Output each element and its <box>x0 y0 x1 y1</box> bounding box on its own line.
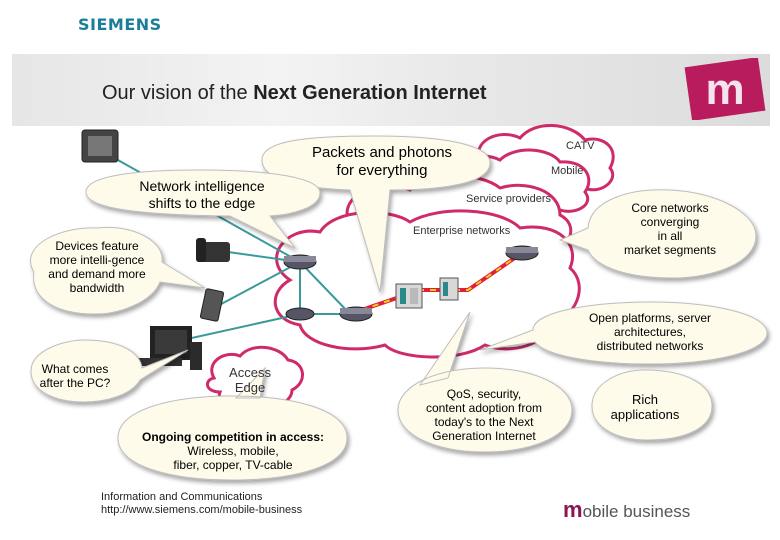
router-icon <box>285 307 315 321</box>
callout-network-intelligence: Network intelligence shifts to the edge <box>139 178 265 211</box>
access-edge-label: Access Edge <box>229 365 271 396</box>
callout-what-comes-after-pc: What comes after the PC? <box>39 362 111 391</box>
phone-icon <box>196 238 230 262</box>
router-icon <box>339 306 373 322</box>
callout-core-networks: Core networks converging in all market s… <box>623 201 717 258</box>
ongoing-competition-detail: Wireless, mobile, fiber, copper, TV-cabl… <box>173 444 293 473</box>
callout-ongoing-competition: Ongoing competition in access: Wireless,… <box>120 430 346 472</box>
server-icon <box>439 277 459 301</box>
service-providers-label: Service providers <box>466 193 551 205</box>
mobile-business-brand: mobile business <box>563 497 691 522</box>
callout-devices: Devices feature more intelli-gence and d… <box>48 239 146 296</box>
callout-bubbles <box>30 135 768 481</box>
callout-rich-applications: Rich applications <box>610 392 680 423</box>
title-banner <box>12 54 770 126</box>
callout-packets: Packets and photons for everything <box>311 144 453 179</box>
mobile-business-corner-logo: m <box>682 57 768 121</box>
siemens-logo: SIEMENS <box>78 15 162 34</box>
mobile-label: Mobile <box>551 165 584 177</box>
access-edge-cloud <box>206 345 304 408</box>
router-icon <box>505 245 539 261</box>
footer-info: Information and Communications http://ww… <box>101 491 302 517</box>
page-title: Our vision of the Next Generation Intern… <box>102 82 487 104</box>
router-icon <box>283 254 317 270</box>
ongoing-competition-title: Ongoing competition in access: <box>141 430 325 444</box>
callout-qos: QoS, security, content adoption from tod… <box>425 387 543 444</box>
footer-line-1: Information and Communications <box>101 491 263 503</box>
handheld-icon <box>199 288 225 322</box>
enterprise-networks-label: Enterprise networks <box>413 225 511 237</box>
svg-text:m: m <box>705 65 744 114</box>
tv-icon <box>81 129 119 163</box>
footer-url: http://www.siemens.com/mobile-business <box>101 504 303 517</box>
pc-icon <box>134 326 202 370</box>
catv-label: CATV <box>566 140 595 152</box>
callout-open-platforms: Open platforms, server architectures, di… <box>588 311 712 354</box>
server-icon <box>395 283 423 309</box>
